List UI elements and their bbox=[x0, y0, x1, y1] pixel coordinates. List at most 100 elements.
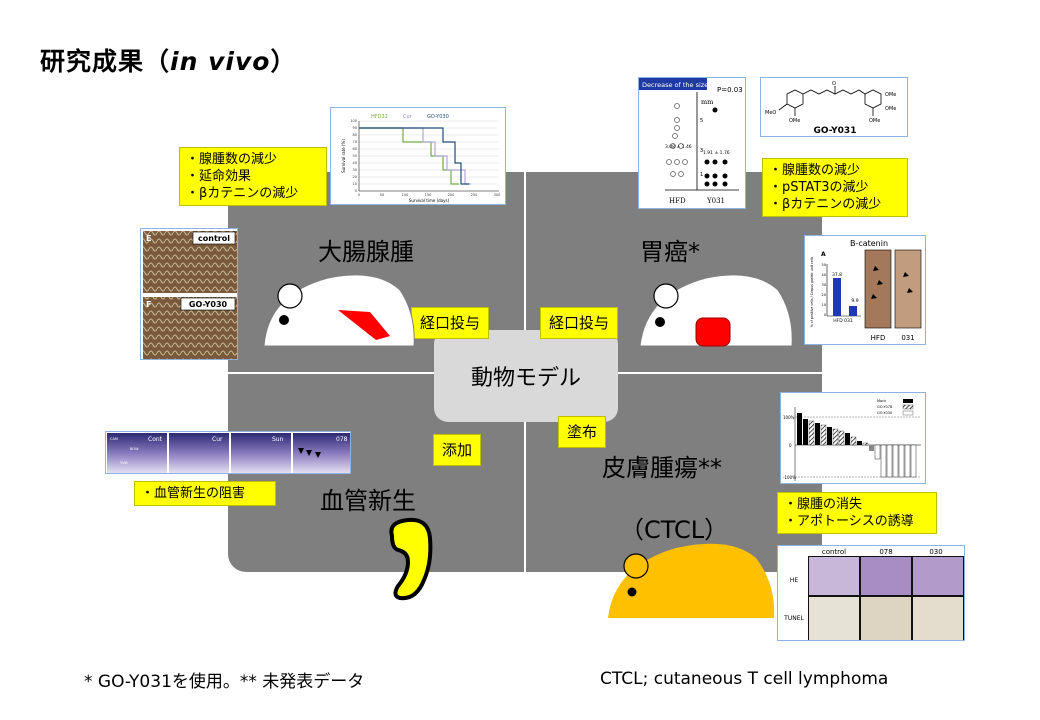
histology-panels: E F control GO-Y030 bbox=[143, 231, 237, 359]
effects-stomach: ・腺腫数の減少 ・pSTAT3の減少 ・βカテニンの減少 bbox=[762, 158, 908, 217]
bar-categories: HFD 031 bbox=[833, 318, 853, 324]
waterfall-tick-0: 0 bbox=[789, 443, 792, 448]
hfd-points bbox=[666, 103, 688, 177]
group-y031: Y031 bbox=[706, 197, 725, 205]
col-control: control bbox=[822, 548, 846, 556]
y-ticks: 100 90 80 70 60 50 40 30 20 10 0 bbox=[350, 119, 357, 193]
y-tick: 30 bbox=[353, 168, 357, 172]
angio-panel-cont bbox=[107, 433, 167, 473]
label-angiogenesis: 血管新生 bbox=[320, 487, 416, 515]
x-axis-label: Survival time (days) bbox=[409, 198, 450, 203]
mouse-ear bbox=[653, 283, 679, 309]
b-catenin-panel: B-catenin A 50 40 30 20 10 0 37.8 9.9 HF… bbox=[810, 239, 922, 342]
x-tick: 150 bbox=[425, 193, 432, 197]
label-control: control bbox=[198, 234, 230, 243]
route-addition: 添加 bbox=[433, 434, 482, 466]
embryo-icon bbox=[389, 517, 433, 601]
grid bbox=[359, 120, 499, 185]
structure-name: GO-Y031 bbox=[814, 126, 857, 136]
structure-ome: OMe bbox=[869, 118, 880, 124]
angio-label-cur: Cur bbox=[212, 436, 223, 443]
tunel-030 bbox=[913, 597, 963, 640]
tumor-size-scatter: Decrease of the size P=0.03 mm 5 3 1 3.0… bbox=[638, 77, 746, 209]
label-skin-tumor: 皮膚腫瘍** bbox=[602, 454, 722, 482]
scatter-chart: Decrease of the size P=0.03 mm 5 3 1 3.0… bbox=[639, 78, 743, 205]
embryo-shape bbox=[389, 517, 433, 601]
panel-f-letter: F bbox=[146, 300, 151, 309]
legend-mock: Mock bbox=[877, 399, 887, 403]
go-y031-structure: O MeO OMe OMe OMe OMe GO-Y031 bbox=[760, 77, 908, 137]
mouse-body-ctcl bbox=[608, 543, 775, 618]
legend: HFD32 Cur GO-Y030 bbox=[371, 114, 449, 120]
bar-031-label: 9.9 bbox=[851, 298, 858, 304]
series-go-y030 bbox=[359, 127, 469, 185]
label-go-y030: GO-Y030 bbox=[189, 300, 228, 309]
waterfall-tick-minus100: -100% bbox=[783, 475, 796, 480]
y-tick: 30 bbox=[822, 283, 826, 287]
structure-meo: MeO bbox=[765, 110, 776, 116]
bar-hfd-label: 37.8 bbox=[832, 272, 842, 278]
x-tick: 300 bbox=[494, 193, 501, 197]
group-hfd: HFD bbox=[669, 197, 686, 205]
y-tick: 5 bbox=[700, 118, 703, 124]
angio-arrows bbox=[298, 448, 321, 458]
route-oral-stomach: 経口投与 bbox=[540, 307, 619, 339]
legend-cur: Cur bbox=[403, 114, 413, 120]
y-tick: 10 bbox=[353, 182, 357, 186]
y-tick: 1 bbox=[700, 172, 703, 178]
angio-mark-bow: BOW bbox=[130, 447, 139, 451]
angio-label-078: 078 bbox=[336, 436, 348, 443]
bcatenin-ylabel: % of positive cells / Corpus gastric uni… bbox=[810, 257, 814, 328]
ihc-label-031: 031 bbox=[901, 334, 914, 342]
p-value: P=0.03 bbox=[717, 86, 743, 94]
y-tick: 10 bbox=[822, 303, 826, 307]
x-tick: 0 bbox=[358, 193, 360, 197]
survival-curve-figure: 100 90 80 70 60 50 40 30 20 10 0 HFD32 C… bbox=[330, 107, 506, 205]
survival-chart: 100 90 80 70 60 50 40 30 20 10 0 HFD32 C… bbox=[341, 114, 500, 203]
he-tunel-figure: control 078 030 HE TUNEL bbox=[777, 545, 965, 641]
y-tick: 40 bbox=[822, 273, 826, 277]
panel-e-letter: E bbox=[146, 234, 151, 243]
y-tick: 0 bbox=[355, 189, 357, 193]
y-tick: 80 bbox=[353, 133, 357, 137]
waterfall-chart: 100% 0 -100% bbox=[783, 399, 921, 481]
histology-figure: E F control GO-Y030 bbox=[140, 228, 238, 360]
y-tick: 40 bbox=[353, 161, 357, 165]
x-ticks: 0 50 100 150 200 250 300 bbox=[358, 193, 500, 197]
label-ctcl: （CTCL） bbox=[620, 516, 729, 544]
he-078 bbox=[861, 557, 911, 595]
ihc-image-hfd bbox=[864, 249, 892, 329]
b-catenin-figure: B-catenin A 50 40 30 20 10 0 37.8 9.9 HF… bbox=[804, 235, 926, 345]
legend-go-y030: GO-Y030 bbox=[877, 411, 892, 415]
y-tick: 60 bbox=[353, 147, 357, 151]
angiogenesis-strip: Cont Cur Sun 078 CAM BOW YVM bbox=[107, 433, 350, 473]
bar-031 bbox=[849, 306, 857, 316]
x-tick: 100 bbox=[402, 193, 409, 197]
angio-panel-cur bbox=[169, 433, 229, 473]
footnote-compounds: * GO-Y031を使用。** 未発表データ bbox=[84, 672, 365, 692]
structure-o: O bbox=[832, 81, 836, 87]
legend-go-y030: GO-Y030 bbox=[427, 114, 449, 120]
angio-mark-cam: CAM bbox=[110, 437, 118, 441]
effects-angiogenesis: ・血管新生の阻害 bbox=[134, 481, 276, 506]
ihc-label-hfd: HFD bbox=[871, 334, 886, 342]
series-cur bbox=[359, 127, 471, 185]
he-030 bbox=[913, 557, 963, 595]
x-tick: 250 bbox=[471, 193, 478, 197]
slide-title: 研究成果（in vivo） bbox=[40, 47, 297, 76]
angio-panel-078 bbox=[293, 433, 350, 473]
y-tick: 70 bbox=[353, 140, 357, 144]
route-topical: 塗布 bbox=[558, 416, 607, 448]
he-tunel-grid: control 078 030 HE TUNEL bbox=[783, 548, 964, 640]
route-oral-colon: 経口投与 bbox=[411, 307, 490, 339]
x-tick: 200 bbox=[448, 193, 455, 197]
hfd-mean: 3.08 ± 1.46 bbox=[665, 144, 692, 150]
label-gastric-cancer: 胃癌* bbox=[640, 238, 700, 266]
y-tick: 100 bbox=[350, 119, 357, 123]
mouse-eye bbox=[627, 587, 637, 597]
mouse-ctcl bbox=[608, 543, 775, 618]
legend-hfd32: HFD32 bbox=[371, 114, 388, 120]
col-030: 030 bbox=[929, 548, 942, 556]
tunel-control bbox=[809, 597, 859, 640]
structure-ome: OMe bbox=[885, 106, 896, 112]
